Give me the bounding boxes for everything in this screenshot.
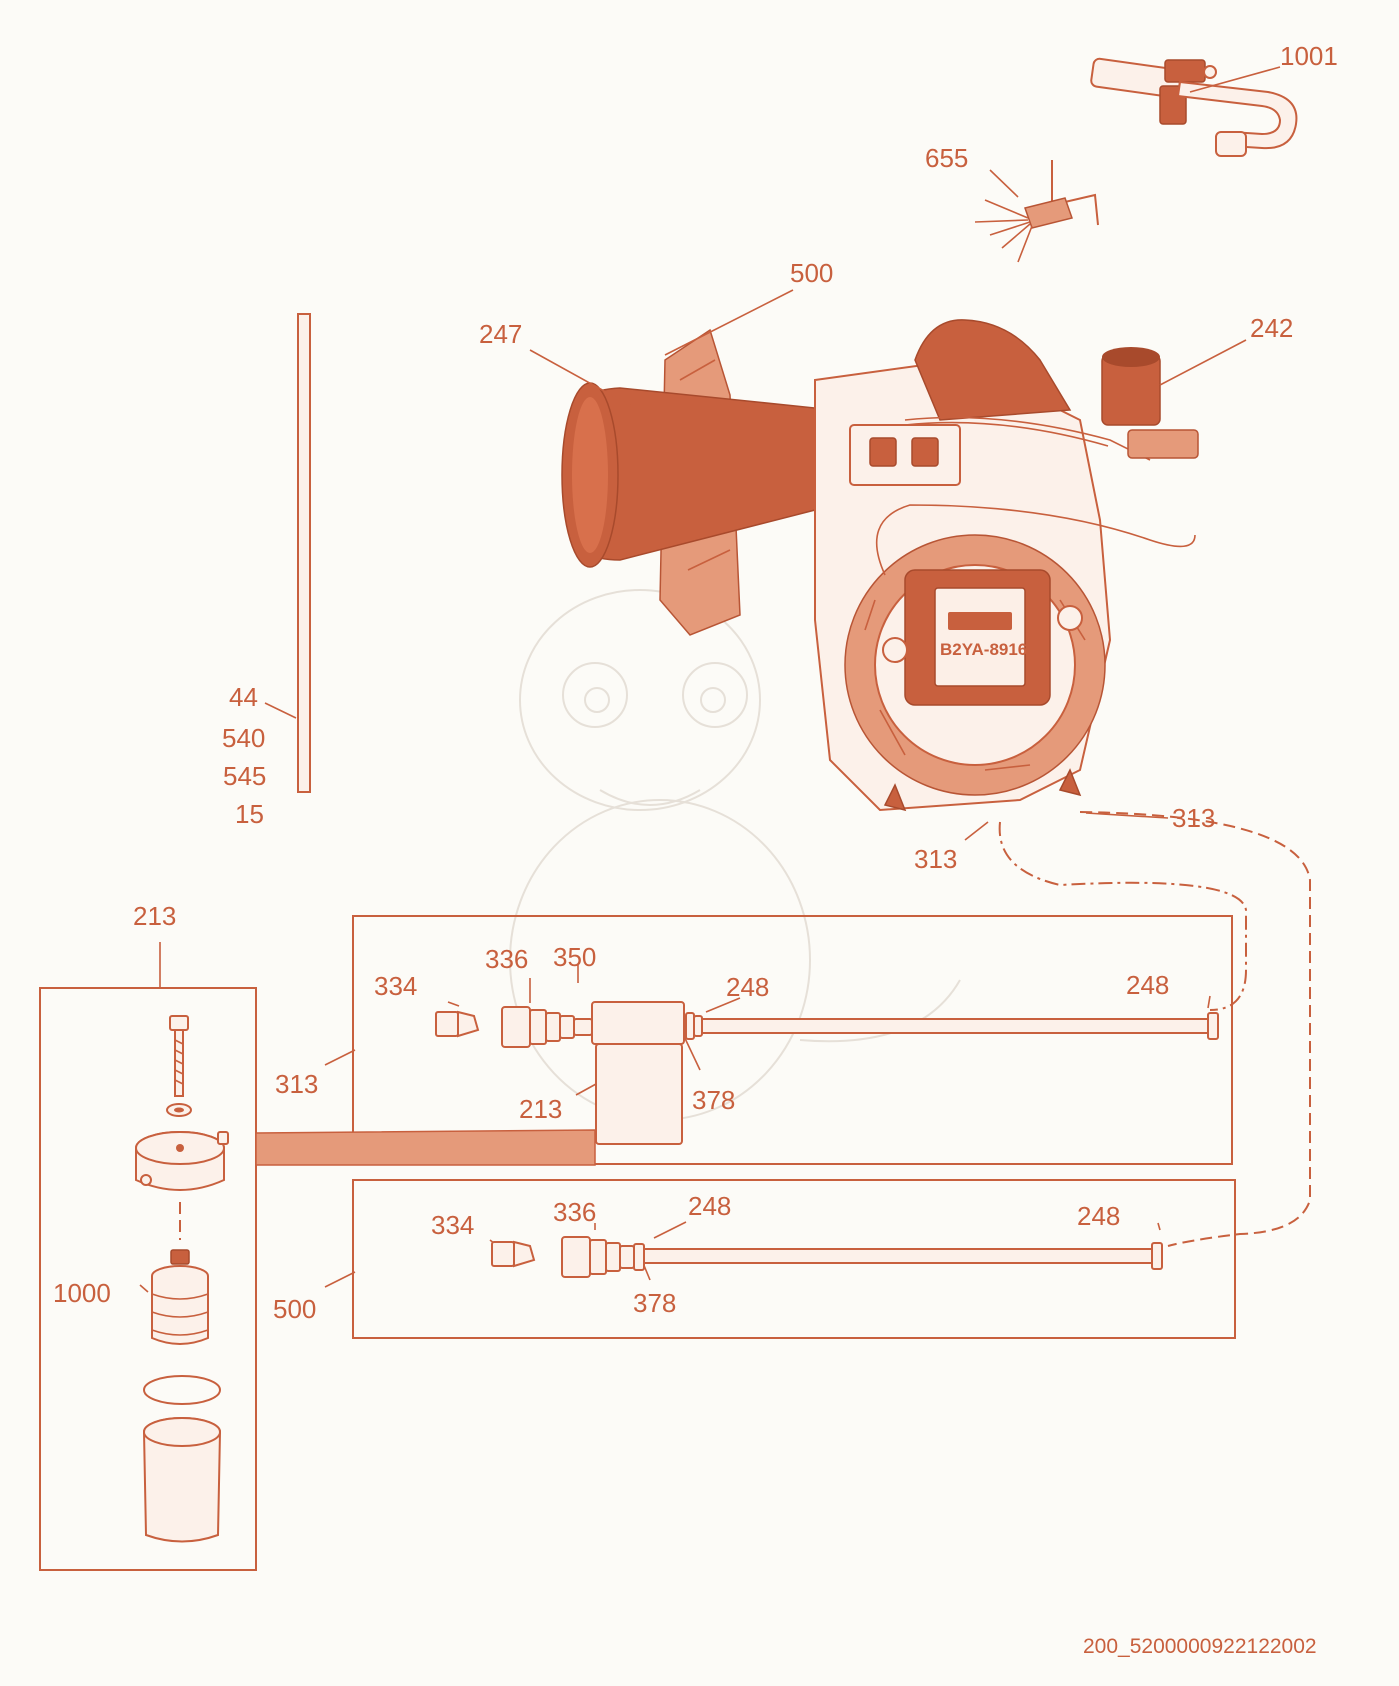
label-248-upper-right: 248: [1126, 970, 1169, 1000]
filter-box-213: [39, 987, 257, 1571]
oil-line-route-2: [1079, 811, 1311, 1247]
pump-model-nameplate: B2YA-8916: [940, 640, 1027, 659]
label-213-mid: 213: [519, 1094, 562, 1124]
label-44: 44: [229, 682, 258, 712]
filter-exploded-parts: [135, 1015, 229, 1543]
label-500-top: 500: [790, 258, 833, 288]
oil-line-route-1: [998, 821, 1247, 1011]
label-378-lower: 378: [633, 1288, 676, 1318]
label-378-upper: 378: [692, 1085, 735, 1115]
label-242: 242: [1250, 313, 1293, 343]
upper-box-parts: [435, 1001, 1219, 1145]
label-336-upper: 336: [485, 944, 528, 974]
hose-fitting-1001: [1090, 57, 1298, 157]
burner-assembly: B2YA-8916: [561, 319, 1199, 812]
label-336-lower: 336: [553, 1197, 596, 1227]
label-655: 655: [925, 143, 968, 173]
label-213-top: 213: [133, 901, 176, 931]
label-15: 15: [235, 799, 264, 829]
diagram-code: 200_5200000922122002: [1083, 1635, 1317, 1658]
label-1000: 1000: [53, 1278, 111, 1308]
label-334-upper: 334: [374, 971, 417, 1001]
subassembly-box-500: [352, 1179, 1236, 1339]
label-247: 247: [479, 319, 522, 349]
label-540: 540: [222, 723, 265, 753]
lower-box-parts: [491, 1236, 1163, 1278]
callout-wedge: [255, 1129, 596, 1166]
label-1001: 1001: [1280, 41, 1338, 71]
vertical-rod: [297, 313, 311, 793]
label-313-right: 313: [1172, 803, 1215, 833]
label-350: 350: [553, 942, 596, 972]
label-248-lower-left: 248: [688, 1191, 731, 1221]
label-313-left: 313: [914, 844, 957, 874]
label-313-box: 313: [275, 1069, 318, 1099]
part-labels: 1001 655 500 247 242 44 540 545 15 313 3…: [53, 41, 1338, 1324]
cable-bracket-655: [974, 160, 1099, 263]
label-500-box: 500: [273, 1294, 316, 1324]
label-248-lower-right: 248: [1077, 1201, 1120, 1231]
label-334-lower: 334: [431, 1210, 474, 1240]
subassembly-box-313: [352, 915, 1233, 1165]
leader-lines: [139, 66, 1281, 1293]
label-248-upper-left: 248: [726, 972, 769, 1002]
label-545: 545: [223, 761, 266, 791]
